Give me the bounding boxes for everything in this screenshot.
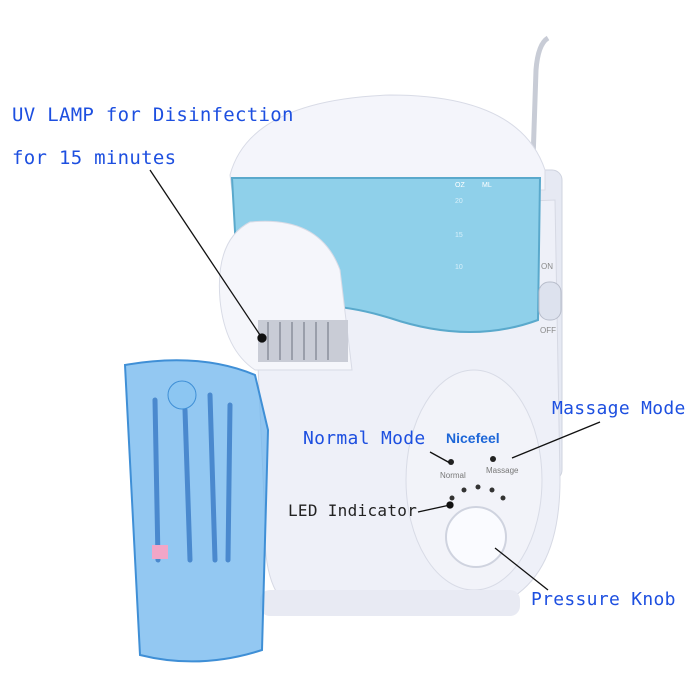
brand-logo: Nicefeel — [446, 430, 500, 446]
nozzle-head — [167, 380, 197, 410]
scale-mark-10: 10 — [455, 264, 463, 271]
normal-mode-label: Normal — [440, 471, 466, 480]
pressure-knob-annotation: Pressure Knob — [531, 589, 676, 610]
normal-led — [448, 459, 454, 465]
normal-mode-annotation: Normal Mode — [303, 428, 426, 449]
callout-lines — [149, 169, 601, 591]
scale-mark-20: 20 — [455, 198, 463, 205]
switch-off-label: OFF — [540, 326, 556, 335]
device-base — [260, 590, 520, 616]
switch-on-label: ON — [541, 262, 553, 271]
uv-lamp-duration-annotation: for 15 minutes — [12, 147, 177, 169]
device-lid — [229, 94, 546, 191]
pressure-led-row — [449, 484, 506, 501]
power-switch[interactable] — [538, 281, 562, 321]
scale-unit-oz: OZ — [455, 182, 465, 189]
massage-led — [490, 456, 496, 462]
scale-mark-15: 15 — [455, 232, 463, 239]
nozzle-tip — [530, 35, 550, 161]
massage-mode-annotation: Massage Mode — [552, 398, 686, 419]
led-indicator-annotation: LED Indicator — [288, 501, 418, 520]
nozzle-storage-cup — [123, 359, 270, 663]
pink-nozzle-ring — [152, 545, 168, 559]
pressure-knob[interactable] — [445, 506, 507, 568]
uv-lamp-annotation: UV LAMP for Disinfection — [12, 104, 294, 126]
massage-mode-label: Massage — [486, 466, 519, 475]
scale-unit-ml: ML — [482, 182, 492, 189]
